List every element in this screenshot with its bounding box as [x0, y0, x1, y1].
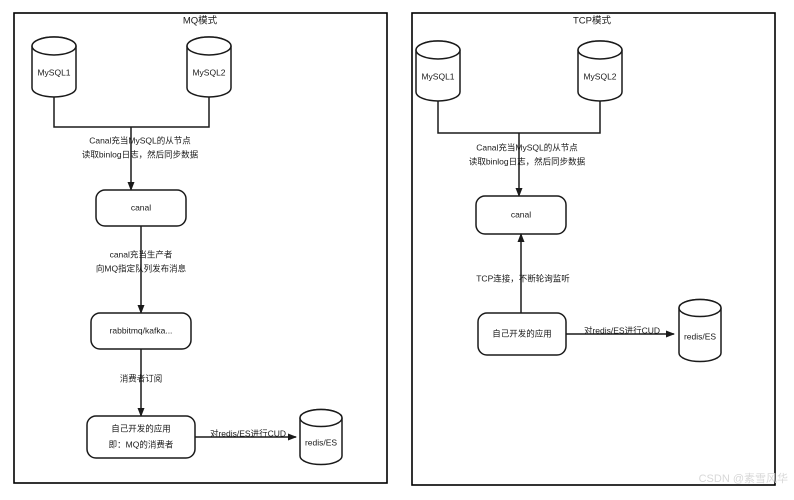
tcp-node-redis[interactable]: redis/ES [678, 298, 722, 363]
mq-node-canal[interactable]: canal [95, 189, 187, 227]
tcp-edge-mysql-to-canal: Canal充当MySQL的从节点 读取binlog日志，然后同步数据 [437, 101, 601, 197]
mq-node-mysql1[interactable]: MySQL1 [31, 36, 77, 98]
mq-edge-canal-to-mq: canal充当生产者 向MQ指定队列发布消息 [96, 226, 187, 314]
mq-node-app[interactable]: 自己开发的应用 即：MQ的消费者 [86, 415, 196, 459]
mq-node-redis-label: redis/ES [305, 437, 337, 447]
mq-node-canal-label: canal [131, 202, 151, 212]
mq-edge-mysql-to-canal-label-1: Canal充当MySQL的从节点 [89, 135, 191, 145]
tcp-node-canal[interactable]: canal [475, 195, 567, 235]
tcp-edge-app-to-redis-label-1: 对redis/ES进行CUD [584, 325, 660, 335]
tcp-node-redis-label: redis/ES [684, 331, 716, 341]
watermark-text: CSDN @素雪风华 [699, 471, 788, 485]
mq-edge-mysql-to-canal: Canal充当MySQL的从节点 读取binlog日志，然后同步数据 [53, 97, 210, 191]
mq-node-mysql2-label: MySQL2 [192, 67, 225, 77]
cylinder-top [299, 408, 343, 428]
cylinder-top [678, 298, 722, 318]
mq-edge-canal-to-mq-label-1: canal充当生产者 [110, 249, 173, 259]
cylinder-top [31, 36, 77, 56]
tcp-node-app[interactable]: 自己开发的应用 [477, 312, 567, 356]
mq-node-app-label-2: 即：MQ的消费者 [109, 439, 174, 449]
mq-edge-mq-to-app: 消费者订阅 [120, 349, 163, 417]
cylinder-top [415, 40, 461, 60]
mq-panel: MQ模式 MySQL1 MySQL2 Canal充当MySQL的从节点 读取bi… [13, 12, 388, 484]
tcp-edge-app-to-canal: TCP连接，不断轮询监听 [476, 233, 570, 313]
mq-node-mysql1-label: MySQL1 [37, 67, 70, 77]
tcp-node-app-label-1: 自己开发的应用 [492, 328, 552, 338]
mq-node-app-label-1: 自己开发的应用 [111, 423, 171, 433]
tcp-panel-title: TCP模式 [573, 15, 612, 27]
cylinder-top [577, 40, 623, 60]
cylinder-top [186, 36, 232, 56]
mq-node-mq-label: rabbitmq/kafka... [110, 325, 173, 335]
tcp-node-mysql1[interactable]: MySQL1 [415, 40, 461, 102]
tcp-node-mysql1-label: MySQL1 [421, 71, 454, 81]
mq-node-redis[interactable]: redis/ES [299, 408, 343, 466]
tcp-edge-app-to-redis: 对redis/ES进行CUD [566, 325, 675, 338]
mq-edge-mq-to-app-label-1: 消费者订阅 [120, 373, 163, 383]
tcp-edge-mysql-to-canal-label-2: 读取binlog日志，然后同步数据 [469, 156, 586, 166]
tcp-node-canal-label: canal [511, 209, 531, 219]
tcp-edge-app-to-canal-label-1: TCP连接，不断轮询监听 [476, 273, 570, 283]
mq-edge-mysql-to-canal-label-2: 读取binlog日志，然后同步数据 [82, 149, 199, 159]
mq-node-mq[interactable]: rabbitmq/kafka... [90, 312, 192, 350]
tcp-node-mysql2-label: MySQL2 [583, 71, 616, 81]
mq-node-mysql2[interactable]: MySQL2 [186, 36, 232, 98]
tcp-edge-mysql-to-canal-label-1: Canal充当MySQL的从节点 [476, 142, 578, 152]
tcp-panel: TCP模式 MySQL1 MySQL2 Canal充当MySQL的从节点 读取b… [411, 12, 776, 486]
mq-edge-canal-to-mq-label-2: 向MQ指定队列发布消息 [96, 263, 187, 273]
mq-panel-title: MQ模式 [183, 15, 218, 27]
tcp-node-mysql2[interactable]: MySQL2 [577, 40, 623, 102]
mq-edge-app-to-redis: 对redis/ES进行CUD [195, 428, 297, 441]
mq-edge-app-to-redis-label-1: 对redis/ES进行CUD [210, 428, 286, 438]
